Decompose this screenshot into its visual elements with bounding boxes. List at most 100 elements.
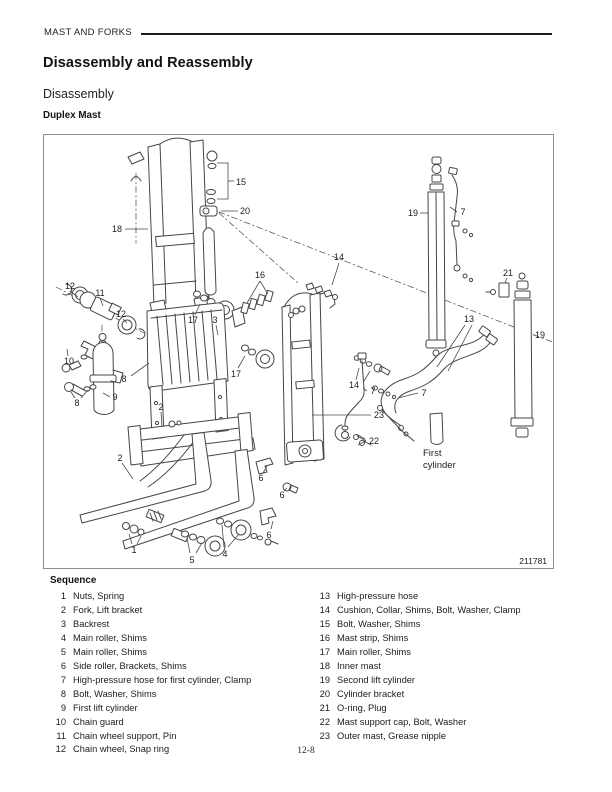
callout-leader-line: [66, 348, 69, 357]
callout-number: 19: [408, 208, 418, 218]
sequence-item-label: Mast strip, Shims: [337, 632, 409, 643]
callout-leader-line: [283, 487, 288, 492]
sequence-item-label: Cylinder bracket: [337, 688, 405, 699]
sequence-item-label: Chain wheel support, Pin: [73, 730, 177, 741]
callout-number: 12: [65, 281, 75, 291]
callout-leader-line: [259, 280, 269, 295]
callout-number: 14: [334, 252, 344, 262]
callout-leader-line: [122, 318, 128, 324]
sequence-item-label: First lift cylinder: [73, 702, 138, 713]
sequence-item: 6 Side roller, Brackets, Shims: [43, 661, 187, 671]
callout-leader-line: [227, 533, 240, 548]
page-subtitle: Disassembly: [43, 87, 114, 101]
sequence-item-label: Chain wheel, Snap ring: [73, 744, 170, 755]
sequence-item-number: 17: [319, 646, 330, 657]
callout-leader-line: [194, 303, 201, 316]
callout-number: 9: [112, 392, 117, 402]
callout-number: 20: [240, 206, 250, 216]
sequence-item: 9 First lift cylinder: [43, 703, 138, 713]
callout-number: 8: [74, 398, 79, 408]
figure-number: 211781: [519, 556, 547, 566]
callout-leader-line: [270, 520, 274, 530]
callout-number: 5: [189, 555, 194, 565]
callout-number: 14: [349, 380, 359, 390]
sequence-item-number: 10: [55, 716, 66, 727]
callout-leader-line: [355, 367, 360, 381]
sequence-item-label: High-pressure hose for first cylinder, C…: [73, 674, 252, 685]
sequence-item-label: Inner mast: [337, 660, 381, 671]
sequence-item-label: Main roller, Shims: [73, 632, 147, 643]
callout-leader-line: [136, 535, 142, 545]
callout-number: 11: [95, 288, 104, 298]
sequence-item-number: 6: [60, 660, 66, 671]
callout-leader-line: [356, 435, 367, 442]
callout-leader-line: [436, 324, 466, 368]
callout-number: 17: [188, 315, 198, 325]
callout-leader-line: [99, 297, 104, 307]
sequence-item-label: Nuts, Spring: [73, 591, 125, 601]
sequence-item-label: Second lift cylinder: [337, 674, 416, 685]
callout-leader-line: [130, 362, 150, 377]
callout-leader-line: [160, 411, 163, 427]
figure-note-line1: First: [423, 448, 442, 459]
sequence-item-number: 21: [319, 702, 330, 713]
sequence-item-number: 7: [60, 674, 66, 685]
sequence-item-number: 12: [55, 744, 66, 755]
callout-number: 17: [231, 369, 241, 379]
callout-leader-line: [186, 537, 191, 554]
callout-number: 6: [266, 530, 271, 540]
page-title: Disassembly and Reassembly: [43, 55, 253, 71]
callout-number: 19: [535, 330, 545, 340]
sequence-item-label: Cushion, Collar, Shims, Bolt, Washer, Cl…: [337, 604, 521, 615]
callout-number: 7: [421, 388, 426, 398]
sequence-item: 1 Nuts, Spring: [43, 591, 124, 601]
sequence-item-label: Mast support cap, Bolt, Washer: [337, 716, 467, 727]
callout-leader-line: [331, 262, 340, 286]
sequence-item-label: Bolt, Washer, Shims: [73, 688, 157, 699]
sequence-item: 2 Fork, Lift bracket: [43, 605, 142, 615]
callout-leader-line: [237, 355, 246, 369]
sequence-item-label: Side roller, Brackets, Shims: [73, 660, 187, 671]
sequence-item: 4 Main roller, Shims: [43, 633, 147, 643]
sequence-item-number: 2: [60, 604, 66, 615]
callout-leader-line: [262, 465, 268, 474]
sequence-item-label: Backrest: [73, 618, 110, 629]
sequence-item-label: Chain guard: [73, 716, 124, 727]
sequence-item-label: Fork, Lift bracket: [73, 604, 143, 615]
sequence-item-number: 1: [60, 591, 66, 601]
callout-leader-line: [217, 162, 229, 200]
sequence-item-label: Main roller, Shims: [337, 646, 411, 657]
callout-leader-line: [397, 392, 419, 399]
callout-leader-line: [357, 440, 367, 446]
sequence-item-number: 20: [319, 688, 330, 699]
callout-leader-line: [362, 387, 368, 392]
sequence-item-number: 9: [60, 702, 66, 713]
callout-leader-line: [121, 462, 134, 480]
sequence-item-number: 15: [319, 618, 330, 629]
callout-number: 21: [503, 268, 513, 278]
callout-number: 7: [370, 386, 375, 396]
sequence-item: 7 High-pressure hose for first cylinder, …: [43, 675, 251, 685]
callout-number: 18: [112, 224, 122, 234]
callout-number: 23: [374, 410, 384, 420]
callout-number: 15: [236, 177, 246, 187]
sequence-item-label: Main roller, Shims: [73, 646, 147, 657]
callout-leader-line: [449, 206, 458, 213]
sequence-item-number: 13: [319, 591, 330, 601]
callout-leader-line: [363, 370, 371, 382]
callout-leader-line: [246, 280, 261, 304]
sequence-item-number: 4: [60, 632, 66, 643]
callout-number: 12: [116, 309, 126, 319]
